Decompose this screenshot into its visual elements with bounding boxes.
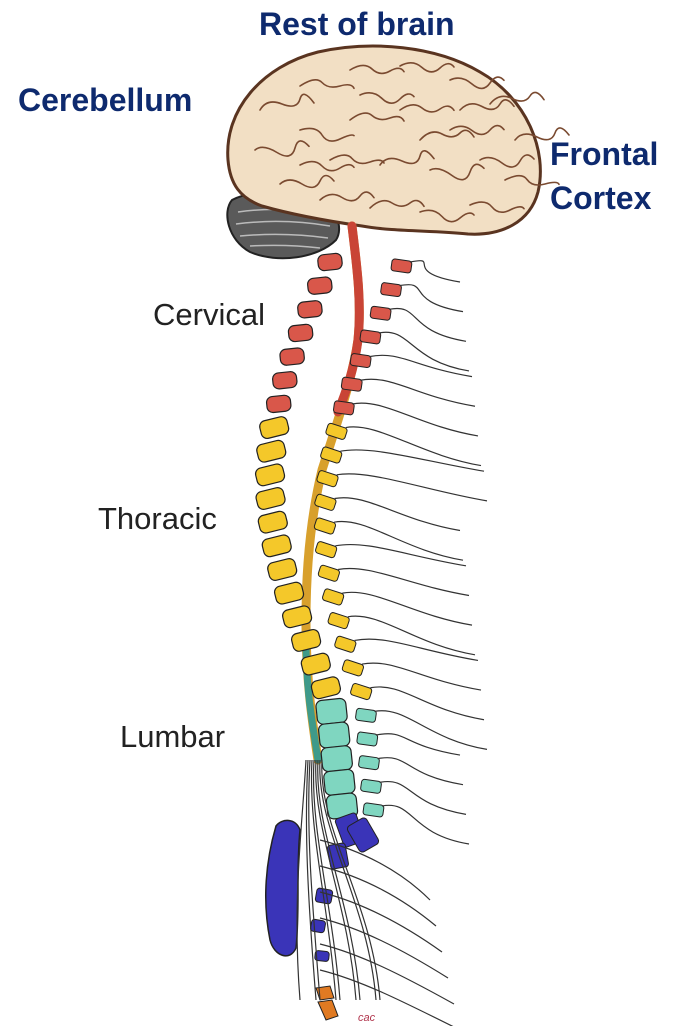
spinal-nerve — [382, 805, 469, 844]
sacral-nerve — [320, 892, 442, 952]
brain — [227, 46, 569, 258]
spinal-nerve — [400, 285, 463, 312]
spinal-nerve — [337, 474, 487, 501]
vertebra-thoracic-process — [342, 659, 365, 677]
vertebra-cervical-process — [370, 306, 391, 321]
spinal-nerve — [352, 403, 478, 436]
label-rest-of-brain: Rest of brain — [259, 6, 455, 42]
vertebra-thoracic-process — [322, 588, 345, 606]
vertebra-cervical-process — [360, 330, 381, 345]
vertebra-thoracic-process — [314, 517, 337, 535]
vertebra-thoracic-body — [255, 439, 287, 463]
vertebra-lumbar-body — [315, 698, 347, 725]
vertebra-cervical-body — [317, 253, 343, 271]
vertebra-cervical-body — [307, 276, 333, 294]
spinal-nerve — [362, 663, 481, 690]
spinal-nerve — [369, 355, 472, 376]
spinal-nerve — [376, 734, 460, 755]
vertebra-thoracic-body — [258, 415, 290, 439]
vertebra-lumbar-body — [318, 722, 350, 749]
vertebra-cervical-process — [391, 259, 412, 274]
vertebra-thoracic-process — [315, 541, 338, 559]
vertebra-cervical-process — [341, 377, 362, 392]
vertebra-thoracic-body — [273, 581, 305, 605]
vertebra-lumbar-body — [323, 769, 355, 796]
spinal-nerve — [378, 758, 463, 785]
sacral-nerve — [320, 918, 448, 978]
vertebra-lumbar-process — [363, 803, 384, 818]
vertebra-thoracic-body — [255, 486, 287, 510]
vertebra-thoracic-body — [254, 463, 286, 487]
sacral-nerve — [320, 970, 460, 1026]
label-cervical: Cervical — [153, 298, 265, 332]
spinal-nerve — [338, 568, 469, 595]
vertebra-lumbar-process — [360, 779, 381, 794]
artist-signature: cac — [358, 1012, 375, 1024]
vertebra-lumbar-process — [357, 732, 378, 747]
vertebra-cervical-body — [266, 395, 292, 413]
vertebra-cervical-body — [272, 371, 298, 389]
vertebra-thoracic-process — [318, 564, 341, 582]
spinal-nerve — [370, 687, 484, 720]
vertebra-thoracic-body — [290, 628, 322, 652]
vertebra-cervical-body — [297, 300, 323, 318]
label-frontal: Frontal — [550, 136, 658, 172]
cauda-fiber — [297, 760, 306, 1000]
spinal-nerve — [335, 545, 466, 566]
spinal-nerve — [342, 592, 472, 625]
vertebra-thoracic-body — [310, 676, 342, 700]
spinal-nerve — [360, 379, 475, 406]
vertebra-lumbar-body — [321, 745, 353, 772]
vertebra-thoracic-body — [261, 534, 293, 558]
sacral-segment — [310, 919, 326, 933]
spinal-nerve — [380, 782, 466, 815]
vertebra-cervical-process — [380, 282, 401, 297]
vertebra-thoracic-body — [257, 510, 289, 534]
spinal-nerve — [335, 498, 460, 531]
vertebra-thoracic-process — [334, 635, 357, 653]
vertebra-cervical-process — [333, 401, 354, 416]
label-cerebellum: Cerebellum — [18, 82, 192, 118]
label-lumbar: Lumbar — [120, 720, 225, 754]
spinal-nerve — [340, 450, 484, 471]
vertebra-lumbar-process — [355, 708, 376, 723]
vertebra-cervical-process — [350, 353, 371, 368]
spinal-nerve — [355, 639, 478, 660]
vertebra-lumbar-process — [358, 755, 379, 770]
cerebrum-shape — [228, 46, 541, 234]
sacrum-front — [266, 820, 300, 955]
vertebra-cervical-body — [288, 324, 314, 342]
vertebra-thoracic-process — [327, 612, 350, 630]
vertebra-cervical-body — [279, 347, 305, 365]
vertebra-thoracic-process — [350, 683, 373, 701]
vertebrae — [254, 253, 412, 1020]
vertebra-thoracic-body — [266, 557, 298, 581]
label-cortex: Cortex — [550, 180, 651, 216]
label-thoracic: Thoracic — [98, 502, 217, 536]
spinal-nerve — [410, 261, 460, 282]
sacral-nerve — [320, 866, 436, 926]
